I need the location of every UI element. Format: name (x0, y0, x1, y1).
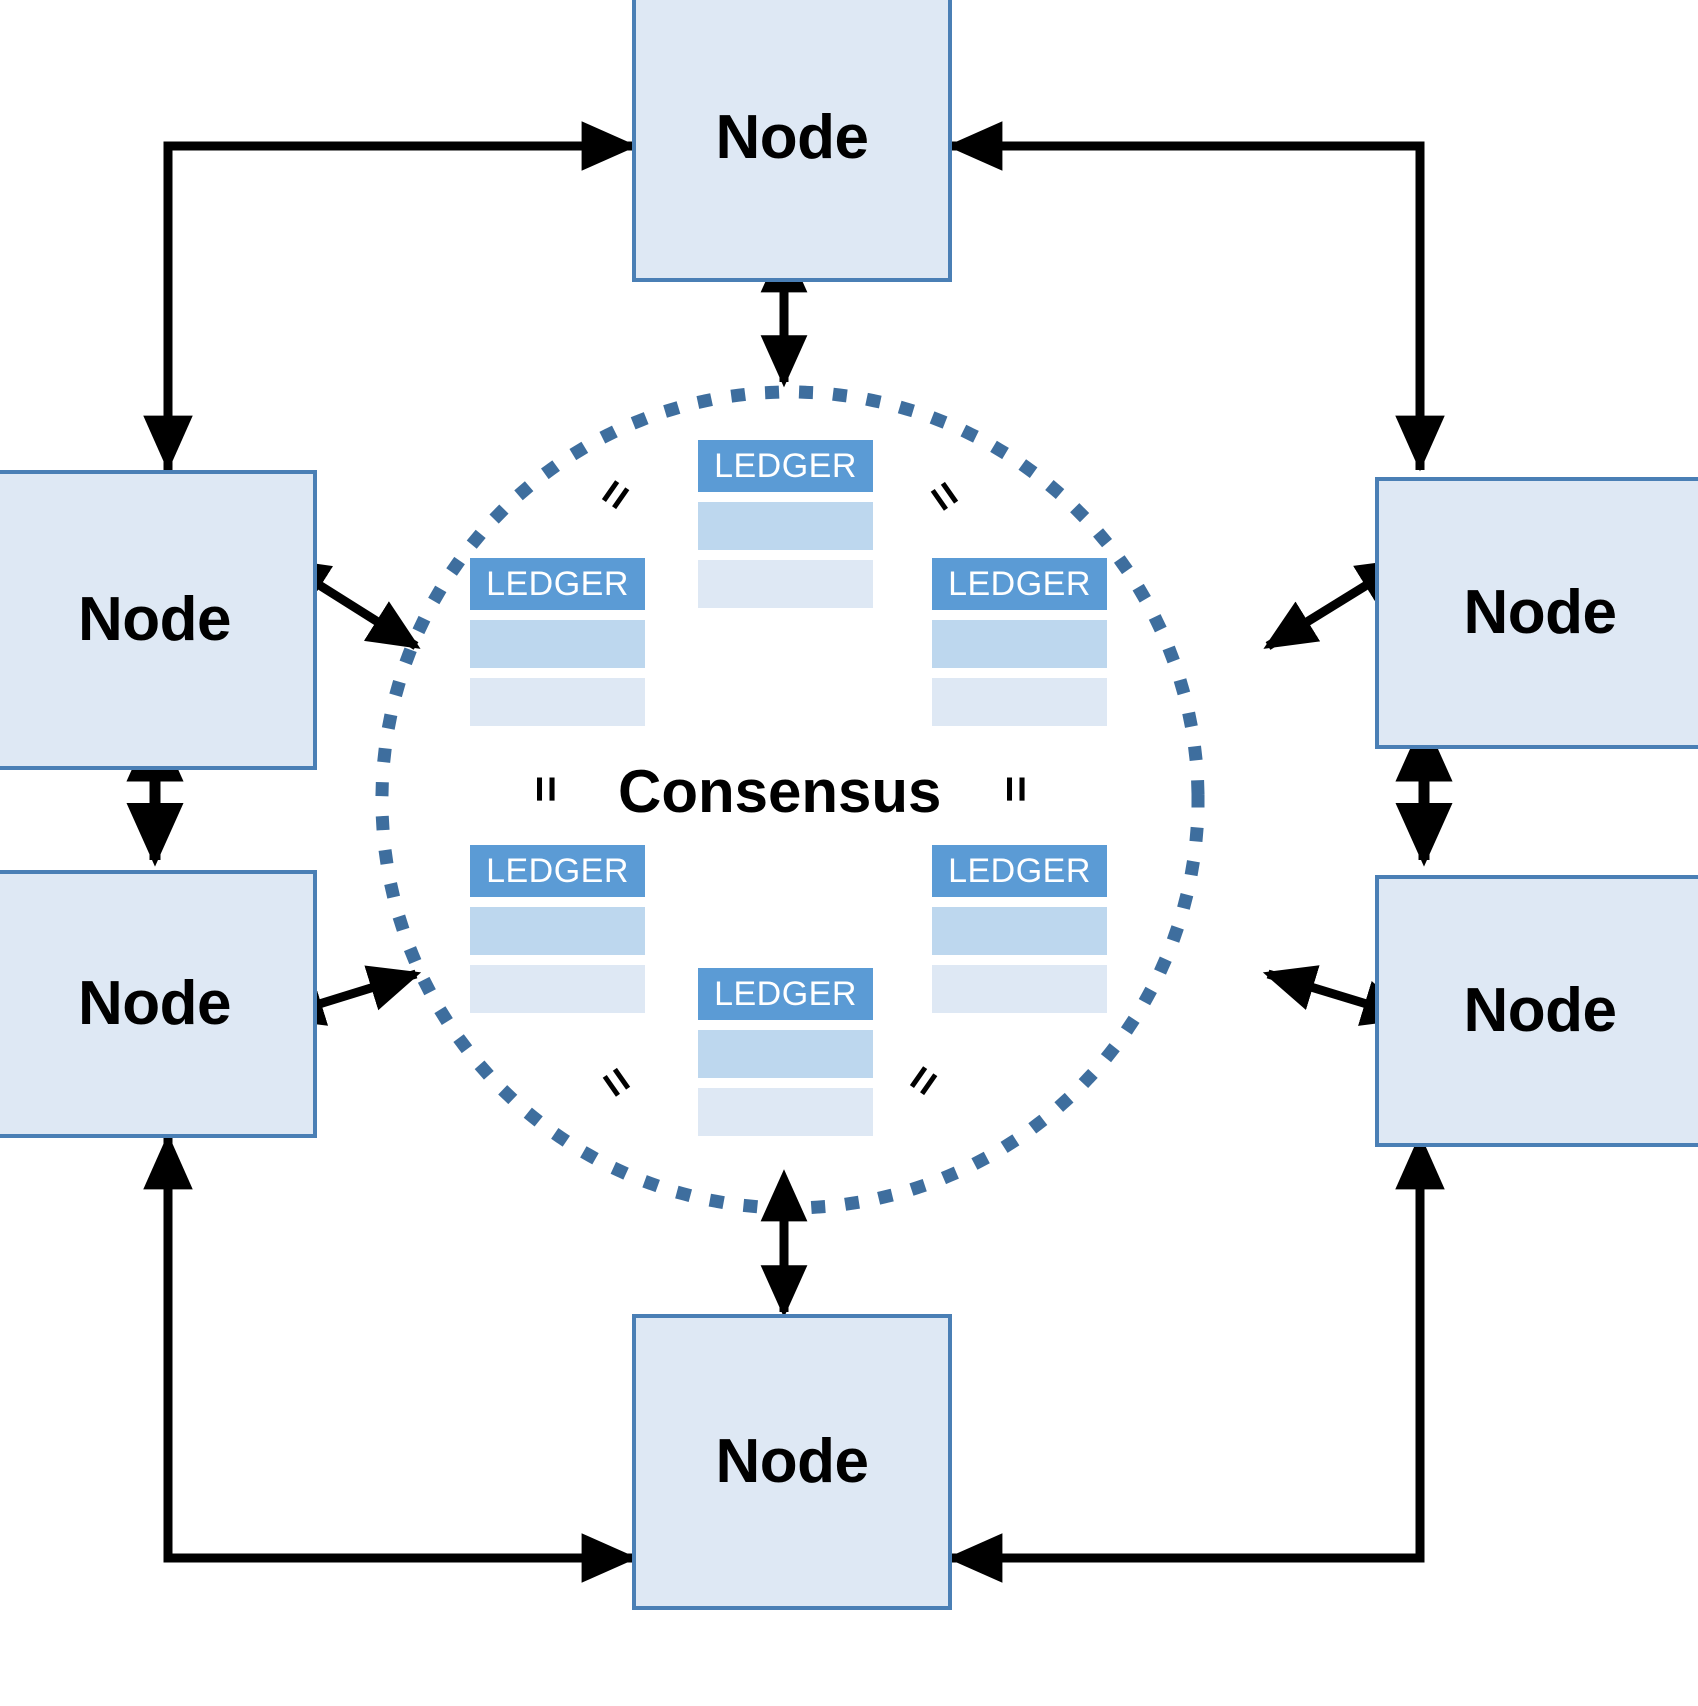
node-right-lower-label: Node (1463, 976, 1618, 1045)
ledger-upper-right-header: LEDGER (932, 558, 1107, 610)
equals-lower-right-icon: = (894, 1055, 951, 1107)
ledger-lower-right-row-2 (932, 965, 1107, 1013)
ledger-lower-left-header: LEDGER (470, 845, 645, 897)
ledger-upper-left-row-1 (470, 620, 645, 668)
ledger-lower-right-row-1 (932, 907, 1107, 955)
ledger-upper-right-row-1 (932, 620, 1107, 668)
node-bottom-label: Node (715, 1427, 870, 1496)
ledger-bottom[interactable]: LEDGER (698, 968, 873, 1136)
node-left-upper[interactable]: Node (0, 470, 317, 770)
ledger-lower-left-row-1 (470, 907, 645, 955)
ledger-upper-left[interactable]: LEDGER (470, 558, 645, 726)
ledger-bottom-row-1 (698, 1030, 873, 1078)
ledger-lower-right-header: LEDGER (932, 845, 1107, 897)
equals-mid-left-icon: = (520, 775, 573, 801)
node-right-upper-label: Node (1463, 578, 1618, 647)
connector-right-lower-to-bottom (946, 1135, 1425, 1583)
connector-left-lower-to-bottom (163, 1135, 638, 1583)
equals-mid-right-icon: = (990, 775, 1043, 801)
ledger-top-header: LEDGER (698, 440, 873, 492)
connector-right-upper-to-circle (1263, 558, 1410, 650)
ledger-upper-right-row-2 (932, 678, 1107, 726)
connector-right-upper-to-top (946, 121, 1425, 470)
equals-upper-left-icon: = (586, 469, 643, 521)
ledger-top-row-1 (698, 502, 873, 550)
ledger-upper-left-header: LEDGER (470, 558, 645, 610)
node-top-label: Node (715, 103, 870, 172)
connector-right-lower-to-circle (1262, 965, 1415, 1026)
consensus-label: Consensus (618, 758, 942, 825)
connector-left-lower-to-circle (271, 965, 422, 1026)
ledger-upper-left-row-2 (470, 678, 645, 726)
node-top[interactable]: Node (632, 0, 952, 282)
node-left-upper-label: Node (78, 585, 232, 654)
ledger-lower-right[interactable]: LEDGER (932, 845, 1107, 1013)
node-bottom[interactable]: Node (632, 1314, 952, 1610)
node-right-upper[interactable]: Node (1375, 477, 1698, 749)
connector-left-upper-to-circle (276, 558, 421, 650)
node-right-lower[interactable]: Node (1375, 875, 1698, 1147)
ledger-bottom-row-2 (698, 1088, 873, 1136)
ledger-top[interactable]: LEDGER (698, 440, 873, 608)
ledger-lower-left[interactable]: LEDGER (470, 845, 645, 1013)
ledger-top-row-2 (698, 560, 873, 608)
ledger-bottom-header: LEDGER (698, 968, 873, 1020)
node-left-lower[interactable]: Node (0, 870, 317, 1138)
equals-upper-right-icon: = (916, 469, 973, 521)
equals-lower-left-icon: = (588, 1055, 645, 1107)
ledger-lower-left-row-2 (470, 965, 645, 1013)
connector-left-upper-to-top (163, 121, 638, 470)
node-left-lower-label: Node (78, 969, 232, 1038)
ledger-upper-right[interactable]: LEDGER (932, 558, 1107, 726)
